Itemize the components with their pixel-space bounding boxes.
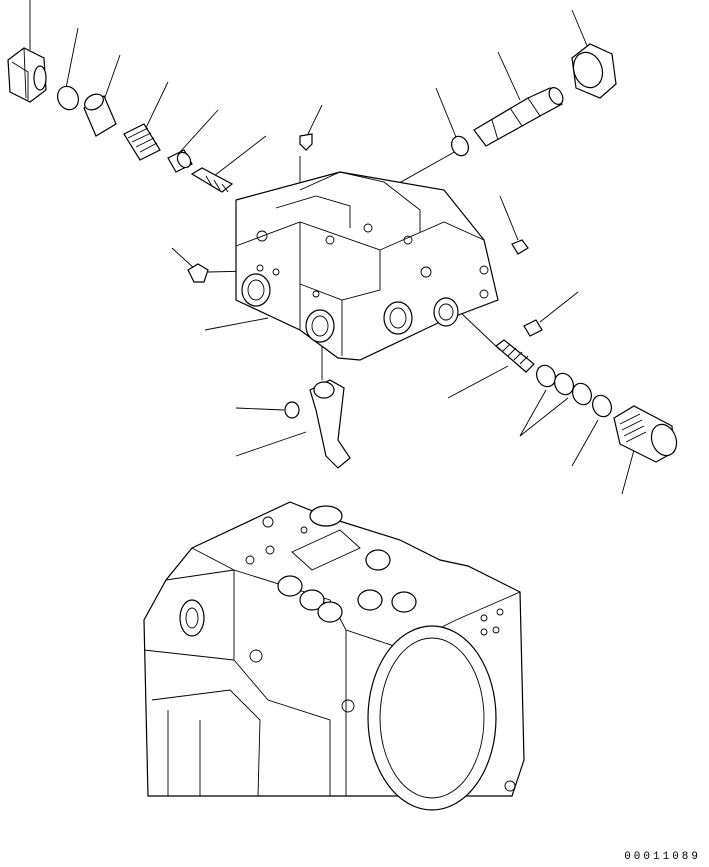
valve-body — [235, 171, 499, 361]
sleeve-bushing — [83, 93, 117, 137]
small-plug-right — [523, 319, 543, 337]
lever-arm — [309, 379, 351, 469]
pump-case — [143, 501, 525, 811]
adjusting-plug — [613, 405, 678, 463]
o-ring-small — [57, 85, 79, 111]
o-ring-set — [536, 364, 612, 418]
document-number: 00011089 — [624, 851, 701, 863]
plug-small-bottom — [284, 401, 300, 419]
seat-ring — [167, 149, 193, 173]
o-ring-right — [451, 135, 469, 157]
spring-left — [123, 123, 161, 161]
small-plug-right-top — [511, 239, 529, 255]
spool-right — [473, 87, 564, 147]
spring-right — [495, 339, 535, 373]
small-plug-left — [187, 263, 209, 283]
spool-left — [190, 167, 234, 193]
plug-fitting — [7, 47, 47, 103]
nut-cap — [571, 43, 617, 99]
small-plug-top — [299, 133, 313, 151]
